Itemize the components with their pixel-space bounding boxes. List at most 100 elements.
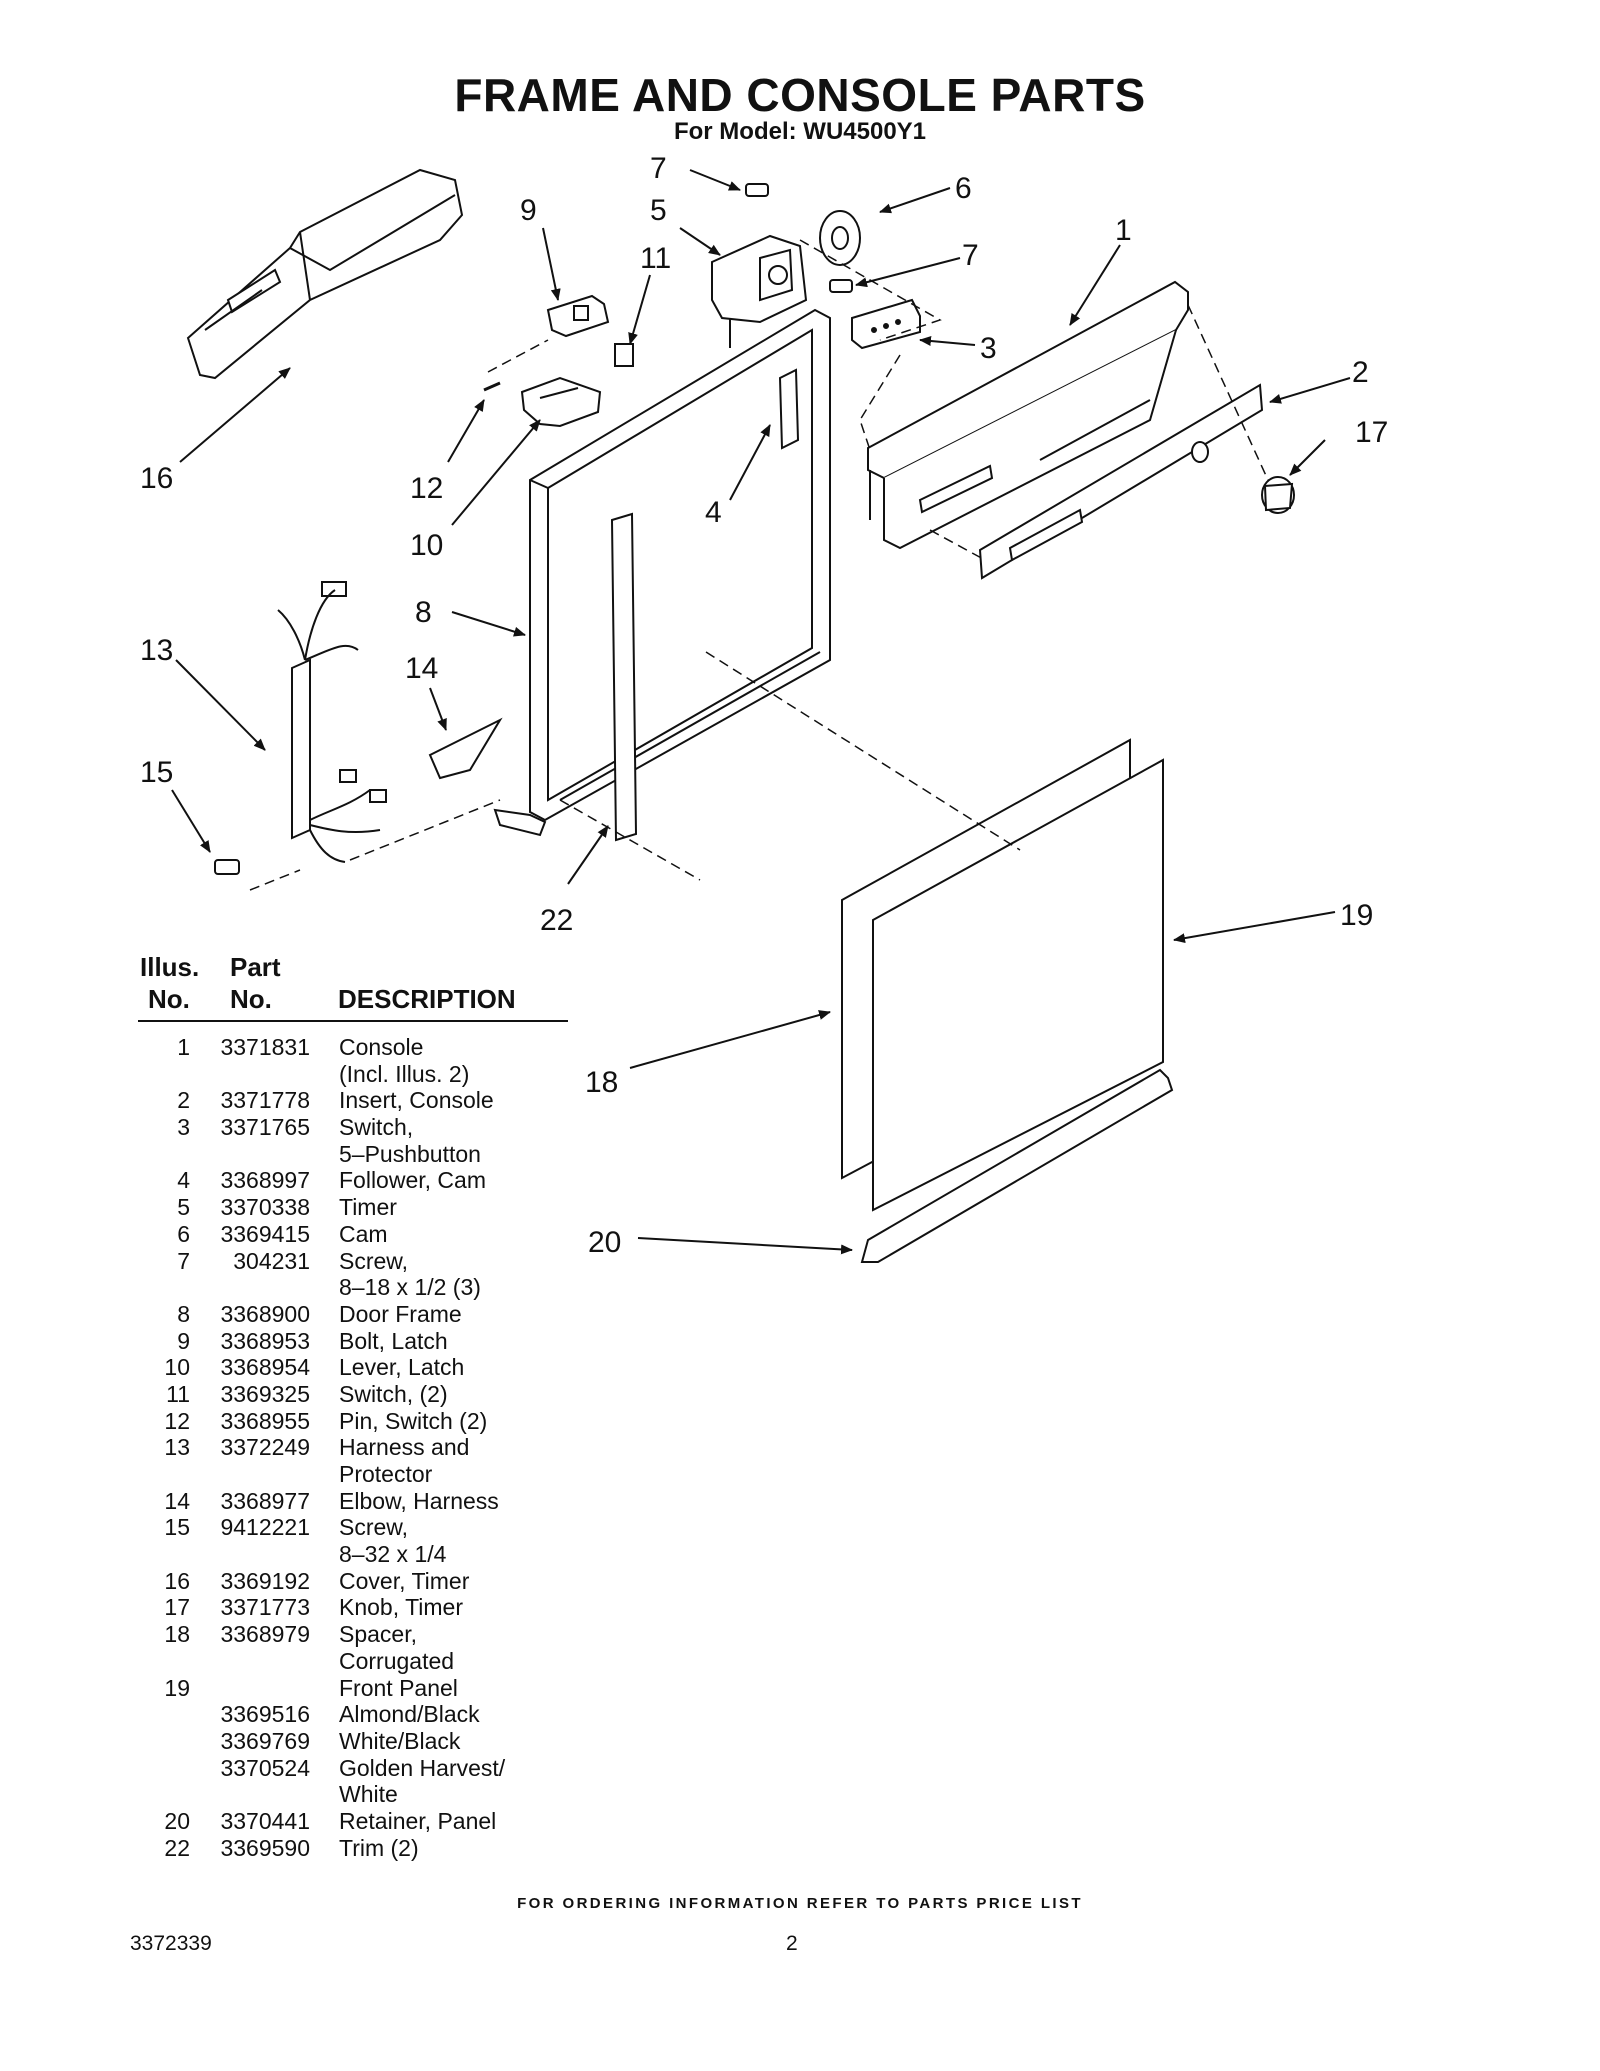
part-no-cell: 3370441 bbox=[220, 1807, 310, 1834]
part-no-cell: 3369415 bbox=[220, 1220, 310, 1247]
description-cell: Lever, Latch bbox=[339, 1354, 465, 1381]
callout-15: 15 bbox=[140, 756, 173, 789]
callout-22: 22 bbox=[540, 904, 573, 937]
callout-19: 19 bbox=[1340, 899, 1373, 932]
description-cell: Protector bbox=[339, 1461, 433, 1487]
pushbutton-switch-part bbox=[851, 298, 921, 350]
table-row: 20 3370441 Retainer, Panel bbox=[138, 1808, 568, 1835]
description-cell: White bbox=[339, 1781, 398, 1808]
door-frame-part bbox=[493, 308, 831, 837]
harness-screw-part bbox=[214, 859, 240, 875]
table-row: Protector bbox=[138, 1461, 568, 1488]
illus-no-cell: 15 bbox=[164, 1514, 190, 1541]
header-illus: Illus. bbox=[140, 952, 200, 982]
description-cell: Elbow, Harness bbox=[339, 1487, 499, 1514]
illus-no-cell: 17 bbox=[164, 1594, 190, 1621]
illus-no-cell: 13 bbox=[164, 1434, 190, 1461]
illus-no-cell: 22 bbox=[164, 1834, 190, 1861]
description-cell: Corrugated bbox=[339, 1647, 455, 1674]
description-cell: Screw, bbox=[339, 1247, 409, 1274]
timer-cover-part bbox=[186, 168, 464, 380]
header-illus-no: No. bbox=[148, 984, 190, 1014]
part-no-cell: 3368900 bbox=[220, 1300, 310, 1327]
part-no-cell: 3368997 bbox=[220, 1167, 310, 1194]
description-cell: 8–32 x 1/4 bbox=[339, 1541, 447, 1568]
front-panel-part bbox=[872, 758, 1164, 1212]
description-cell: Follower, Cam bbox=[339, 1167, 486, 1194]
description-cell: Timer bbox=[339, 1194, 397, 1221]
table-row: White bbox=[138, 1781, 568, 1808]
cam-part bbox=[819, 210, 861, 266]
callout-11: 11 bbox=[640, 242, 671, 275]
header-part: Part bbox=[230, 952, 281, 982]
timer-knob-part bbox=[1261, 476, 1295, 514]
document-number: 3372339 bbox=[130, 1932, 212, 1955]
callout-7-top: 7 bbox=[650, 152, 667, 185]
illus-no-cell: 6 bbox=[177, 1220, 190, 1247]
model-subtitle: For Model: WU4500Y1 bbox=[673, 118, 927, 145]
description-cell: Retainer, Panel bbox=[339, 1807, 497, 1834]
ordering-note: FOR ORDERING INFORMATION REFER TO PARTS … bbox=[517, 1895, 1083, 1912]
illus-no-cell: 4 bbox=[177, 1167, 190, 1194]
part-no-cell: 3370524 bbox=[220, 1754, 310, 1781]
description-cell: Golden Harvest/ bbox=[339, 1754, 506, 1781]
callout-13: 13 bbox=[140, 634, 173, 667]
callout-1: 1 bbox=[1115, 214, 1132, 247]
panel-retainer-part bbox=[860, 1068, 1174, 1263]
page-title: FRAME AND CONSOLE PARTS bbox=[454, 69, 1146, 121]
callout-10: 10 bbox=[410, 529, 443, 562]
illus-no-cell: 10 bbox=[164, 1354, 190, 1381]
part-no-cell: 3371778 bbox=[220, 1087, 310, 1114]
switch-pin-part bbox=[483, 381, 501, 392]
table-row: 8–32 x 1/4 bbox=[138, 1541, 568, 1568]
description-cell: Cam bbox=[339, 1220, 388, 1247]
illus-no-cell: 11 bbox=[166, 1380, 190, 1407]
description-cell: 5–Pushbutton bbox=[339, 1140, 481, 1167]
illus-no-cell: 8 bbox=[177, 1300, 190, 1327]
description-cell: Screw, bbox=[339, 1514, 409, 1541]
table-row: 4 3368997 Follower, Cam bbox=[138, 1167, 568, 1194]
callout-6: 6 bbox=[955, 172, 972, 205]
description-cell: Almond/Black bbox=[339, 1701, 480, 1728]
description-cell: Pin, Switch (2) bbox=[339, 1407, 488, 1434]
parts-table-header: Illus. No. Part No. DESCRIPTION bbox=[138, 948, 568, 1022]
callout-12: 12 bbox=[410, 472, 443, 505]
illus-no-cell: 20 bbox=[164, 1807, 190, 1834]
part-no-cell: 3371765 bbox=[220, 1114, 310, 1141]
part-no-cell: 3368979 bbox=[220, 1621, 310, 1648]
description-cell: Bolt, Latch bbox=[339, 1327, 448, 1354]
table-row: (Incl. Illus. 2) bbox=[138, 1061, 568, 1088]
latch-lever-part bbox=[520, 376, 602, 428]
table-row: 6 3369415 Cam bbox=[138, 1221, 568, 1248]
callout-5: 5 bbox=[650, 194, 667, 227]
part-no-cell: 3368977 bbox=[220, 1487, 310, 1514]
callout-17: 17 bbox=[1355, 416, 1388, 449]
part-no-cell: 3368953 bbox=[220, 1327, 310, 1354]
callout-8: 8 bbox=[415, 596, 432, 629]
part-no-cell: 3369516 bbox=[220, 1701, 310, 1728]
table-row: 3370524 Golden Harvest/ bbox=[138, 1755, 568, 1782]
table-row: 3369516 Almond/Black bbox=[138, 1701, 568, 1728]
timer-part bbox=[711, 234, 808, 348]
callout-9: 9 bbox=[520, 194, 537, 227]
illus-no-cell: 16 bbox=[164, 1567, 190, 1594]
part-no-cell: 3372249 bbox=[220, 1434, 310, 1461]
description-cell: Switch, (2) bbox=[339, 1380, 448, 1407]
illus-no-cell: 7 bbox=[177, 1247, 190, 1274]
callout-leaders bbox=[171, 169, 1351, 1255]
harness-elbow-part bbox=[428, 717, 503, 780]
